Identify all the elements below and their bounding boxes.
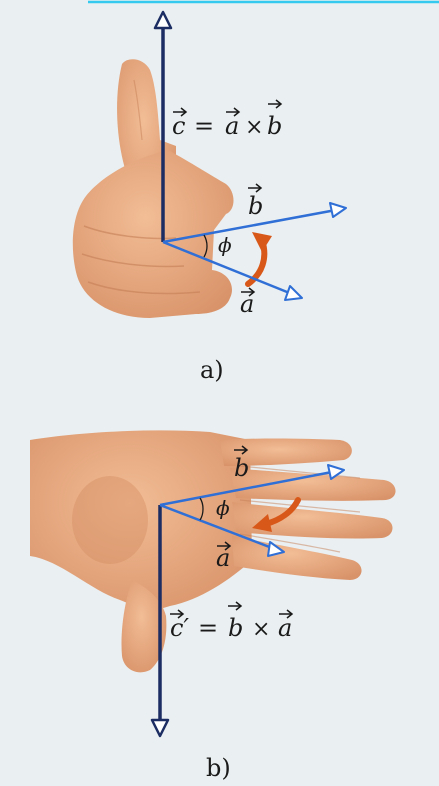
vector-b-label-a: b: [248, 192, 263, 220]
vector-b-label-b: b: [234, 454, 249, 482]
caption-b: b): [206, 754, 231, 782]
equation-b: c′ = b × a: [170, 602, 292, 642]
vector-c-arrowhead: [155, 12, 171, 28]
equation-b-equals: =: [198, 614, 218, 642]
equation-b-op1: b: [228, 614, 243, 642]
vector-b-arrowhead: [330, 203, 346, 217]
equation-a-times: ×: [245, 115, 263, 140]
equation-a-op1: a: [225, 112, 239, 140]
equation-a-op2: b: [267, 112, 282, 140]
equation-a-equals: =: [194, 112, 214, 140]
vector-c-prime-arrowhead: [152, 720, 168, 736]
equation-a-lhs: c: [172, 112, 185, 140]
equation-b-op2: a: [278, 614, 292, 642]
caption-a: a): [200, 356, 224, 384]
angle-label-b: ϕ: [216, 496, 230, 520]
vector-a-arrowhead: [285, 286, 302, 300]
hand-thumbs-up-illustration: [73, 59, 234, 318]
angle-label-a: ϕ: [218, 233, 232, 257]
panel-b: ϕ b a c′ = b × a b): [30, 430, 396, 782]
equation-b-lhs: c′: [170, 614, 189, 642]
rotation-arrow-a-head: [252, 232, 272, 252]
panel-a: ϕ c = a × b b a a): [73, 12, 346, 384]
equation-b-times: ×: [252, 617, 270, 642]
equation-a: c = a × b: [172, 100, 282, 140]
